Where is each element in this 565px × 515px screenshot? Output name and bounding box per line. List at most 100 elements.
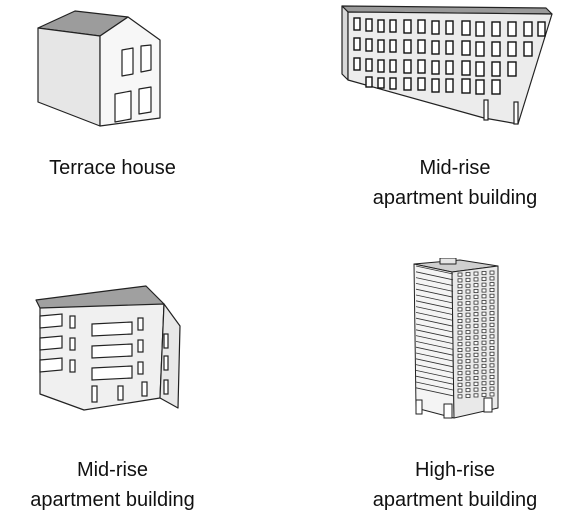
- window: [481, 358, 487, 363]
- window: [481, 346, 487, 351]
- window: [489, 380, 495, 385]
- window: [465, 359, 471, 364]
- window: [457, 284, 463, 289]
- window: [481, 271, 487, 276]
- window: [457, 359, 463, 364]
- caption-terrace-house: Terrace house: [0, 153, 225, 183]
- window: [473, 376, 479, 381]
- window: [481, 294, 487, 299]
- caption-mid-rise-1: Mid-rise apartment building: [345, 153, 565, 213]
- floor-band: [415, 364, 454, 373]
- window: [465, 295, 471, 300]
- caption-line-1: Mid-rise: [76, 459, 149, 481]
- floor-band: [415, 300, 454, 310]
- window: [465, 318, 471, 323]
- terrace-house-model: [30, 8, 180, 136]
- high-rise-apartment-model: [400, 258, 525, 423]
- floor-band: [415, 329, 454, 339]
- window: [457, 290, 463, 295]
- caption-high-rise: High-rise apartment building: [345, 455, 565, 515]
- window: [489, 276, 495, 281]
- window: [473, 352, 479, 357]
- window: [465, 370, 471, 375]
- floor-band: [415, 306, 454, 315]
- window: [457, 272, 463, 277]
- window: [489, 322, 495, 327]
- window: [465, 277, 471, 282]
- window: [489, 317, 495, 322]
- window: [473, 283, 479, 288]
- window: [473, 271, 479, 276]
- window: [473, 347, 479, 352]
- window: [465, 388, 471, 393]
- window: [465, 301, 471, 306]
- caption-line-1: Mid-rise: [419, 157, 491, 179]
- terrace-house-drawing: [37, 10, 161, 127]
- window: [489, 270, 495, 275]
- window: [465, 312, 471, 317]
- window: [465, 306, 471, 311]
- window: [465, 335, 471, 340]
- window: [457, 382, 463, 387]
- window: [489, 311, 495, 316]
- floor-band: [415, 317, 454, 327]
- window: [473, 318, 479, 323]
- window: [481, 363, 487, 368]
- window: [489, 340, 495, 345]
- window: [473, 370, 479, 375]
- window: [473, 300, 479, 305]
- floor-band: [415, 312, 454, 321]
- window: [489, 328, 495, 333]
- window: [489, 299, 495, 304]
- floor-band: [415, 346, 454, 356]
- floor-band: [415, 323, 454, 333]
- floor-band: [415, 387, 454, 397]
- floor-band: [415, 265, 454, 275]
- window: [473, 341, 479, 346]
- window: [457, 301, 463, 306]
- window: [481, 392, 487, 397]
- mid-rise-apartment-model-1: [338, 2, 556, 132]
- window: [457, 336, 463, 341]
- caption-line-1: Terrace house: [49, 157, 176, 179]
- mid-rise-drawing-1: [341, 5, 553, 125]
- window: [481, 276, 487, 281]
- window: [457, 295, 463, 300]
- window: [481, 369, 487, 374]
- caption-mid-rise-2: Mid-rise apartment building: [0, 455, 225, 515]
- window: [457, 313, 463, 318]
- window: [489, 392, 495, 397]
- window: [473, 312, 479, 317]
- floor-band: [415, 352, 454, 362]
- window: [465, 393, 471, 398]
- window: [473, 306, 479, 311]
- caption-line-2: apartment building: [30, 489, 195, 511]
- window: [457, 307, 463, 312]
- window: [457, 348, 463, 353]
- floor-band: [415, 375, 454, 385]
- mid-rise-apartment-model-2: [34, 282, 184, 422]
- window: [489, 282, 495, 287]
- window: [481, 300, 487, 305]
- window: [473, 393, 479, 398]
- window: [465, 272, 471, 277]
- window: [473, 294, 479, 299]
- window: [489, 375, 495, 380]
- window: [457, 353, 463, 358]
- window: [457, 365, 463, 370]
- window: [481, 311, 487, 316]
- window: [465, 341, 471, 346]
- window: [489, 363, 495, 368]
- window: [481, 352, 487, 357]
- window: [457, 388, 463, 393]
- window: [481, 334, 487, 339]
- floor-band: [415, 381, 454, 391]
- floor-band: [415, 370, 454, 379]
- caption-line-2: apartment building: [372, 489, 538, 511]
- floor-band: [415, 335, 454, 344]
- window: [457, 342, 463, 347]
- window: [481, 282, 487, 287]
- window: [481, 323, 487, 328]
- window: [481, 305, 487, 310]
- caption-line-2: apartment building: [372, 187, 538, 209]
